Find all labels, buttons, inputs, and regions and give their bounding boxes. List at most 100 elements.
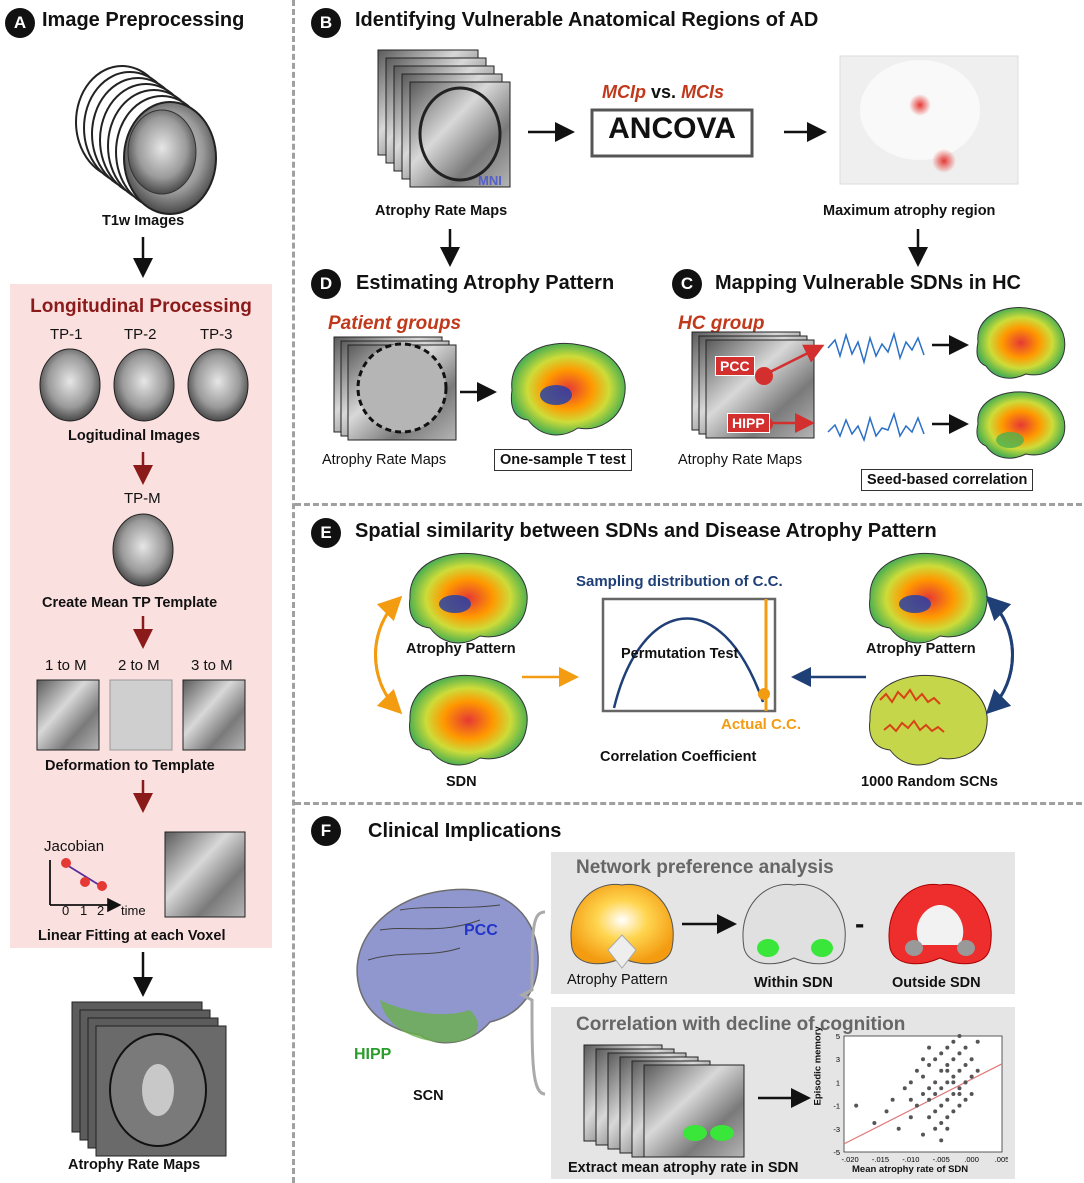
scatter-point (951, 1074, 956, 1079)
scatter-point (945, 1080, 950, 1085)
scatter-point (951, 1057, 956, 1062)
scatter-point (939, 1051, 944, 1056)
t1-label: 1 (80, 903, 88, 918)
group-comparison: MCIp vs. MCIs (602, 82, 724, 103)
deformation-label: Deformation to Template (45, 758, 215, 774)
scatter-point (945, 1068, 950, 1073)
scatter-point (939, 1103, 944, 1108)
scatter-point (933, 1092, 938, 1096)
scatter-xlabel: Mean atrophy rate of SDN (852, 1164, 969, 1175)
tp1-label: TP-1 (50, 326, 83, 343)
scatter-point (957, 1034, 962, 1038)
random-scns-label: 1000 Random SCNs (861, 774, 998, 790)
scatter-point (951, 1039, 956, 1044)
y-tick-label: 1 (836, 1078, 840, 1087)
create-template-label: Create Mean TP Template (42, 595, 218, 611)
scn-pcc-label: PCC (464, 922, 498, 939)
badge-b: B (311, 8, 341, 38)
t1w-label: T1w Images (102, 213, 185, 229)
y-tick-label: 5 (836, 1032, 840, 1041)
badge-c: C (672, 269, 702, 299)
longitudinal-images-label: Logitudinal Images (68, 428, 201, 444)
corr-decline-title: Correlation with decline of cognition (576, 1014, 906, 1035)
x-tick-label: -.005 (933, 1155, 950, 1164)
scatter-point (908, 1097, 913, 1102)
panel-f-title: Clinical Implications (368, 820, 562, 842)
tpm-label: TP-M (124, 490, 161, 507)
scatter-point (921, 1074, 925, 1079)
x-tick-label: -.015 (872, 1155, 889, 1164)
scatter-point (854, 1103, 859, 1108)
actual-cc-label: Actual C.C. (721, 716, 802, 733)
atrophy-maps-label-c: Atrophy Rate Maps (678, 452, 803, 468)
pcc-seed-label: PCC (715, 356, 755, 376)
mni-label: MNI (478, 173, 502, 188)
x-tick-label: .005 (995, 1155, 1008, 1164)
tp2-label: TP-2 (124, 326, 157, 343)
scatter-point (957, 1092, 962, 1096)
scatter-point (933, 1057, 938, 1062)
scatter-point (914, 1068, 919, 1073)
scatter-point (908, 1080, 913, 1085)
scatter-point (908, 1115, 913, 1120)
mclp-label: MCIp (602, 82, 646, 102)
scatter-point (921, 1132, 925, 1137)
scatter-point (951, 1080, 956, 1085)
scn-hipp-label: HIPP (354, 1046, 392, 1063)
scatter-point (933, 1126, 938, 1131)
atrophy-maps-label-a: Atrophy Rate Maps (68, 1157, 201, 1173)
scatter-point (939, 1068, 944, 1073)
scatter-point (933, 1080, 938, 1085)
panel-divider-vertical (292, 0, 295, 1183)
sdn-label: SDN (446, 774, 477, 790)
panel-divider-ef (295, 802, 1082, 805)
scatter-point (951, 1109, 956, 1114)
scatter-point (896, 1126, 901, 1131)
scatter-point (939, 1086, 944, 1091)
atrophy-maps-label-b: Atrophy Rate Maps (375, 203, 508, 219)
scatter-point (927, 1063, 932, 1067)
outside-sdn-label: Outside SDN (892, 975, 981, 991)
jacobian-label: Jacobian (44, 838, 105, 855)
scatter-point (945, 1115, 950, 1120)
scatter-point (969, 1074, 974, 1079)
scatter-point (872, 1121, 877, 1125)
scatter-point (884, 1109, 889, 1114)
scatter-point (957, 1068, 962, 1073)
atrophy-pattern-right-label: Atrophy Pattern (866, 641, 976, 657)
scatter-point (945, 1126, 950, 1131)
panel-divider-de (295, 503, 1082, 506)
hc-group-label: HC group (678, 313, 765, 334)
scatter-ylabel: Episodic memory (812, 1026, 824, 1106)
tp3-label: TP-3 (200, 326, 233, 343)
patient-groups-label: Patient groups (328, 313, 462, 334)
linear-fitting-label: Linear Fitting at each Voxel (38, 928, 226, 944)
y-tick-label: 3 (836, 1055, 840, 1064)
scatter-point (902, 1086, 907, 1091)
perm-test-label: Permutation Test (621, 646, 739, 662)
badge-d: D (311, 269, 341, 299)
x-tick-label: -.010 (902, 1155, 919, 1164)
y-tick-label: -5 (833, 1148, 840, 1157)
t0-label: 0 (62, 903, 70, 918)
panel-c-title: Mapping Vulnerable SDNs in HC (715, 272, 1021, 294)
t2-label: 2 (97, 903, 105, 918)
ttest-box: One-sample T test (494, 449, 632, 471)
ancova-box: ANCOVA (608, 112, 736, 145)
panel-b-title: Identifying Vulnerable Anatomical Region… (355, 9, 819, 31)
m2-label: 2 to M (118, 657, 160, 674)
scatter-point (927, 1097, 932, 1102)
scatter-point (963, 1063, 968, 1067)
panel-a-title: Image Preprocessing (42, 9, 245, 31)
scatter-point (945, 1045, 950, 1050)
scatter-point (927, 1115, 932, 1120)
atrophy-pattern-f-label: Atrophy Pattern (567, 972, 668, 988)
scatter-point (963, 1045, 968, 1050)
time-label: time (121, 903, 146, 918)
scatter-point (921, 1092, 925, 1096)
seed-corr-box: Seed-based correlation (861, 469, 1034, 491)
